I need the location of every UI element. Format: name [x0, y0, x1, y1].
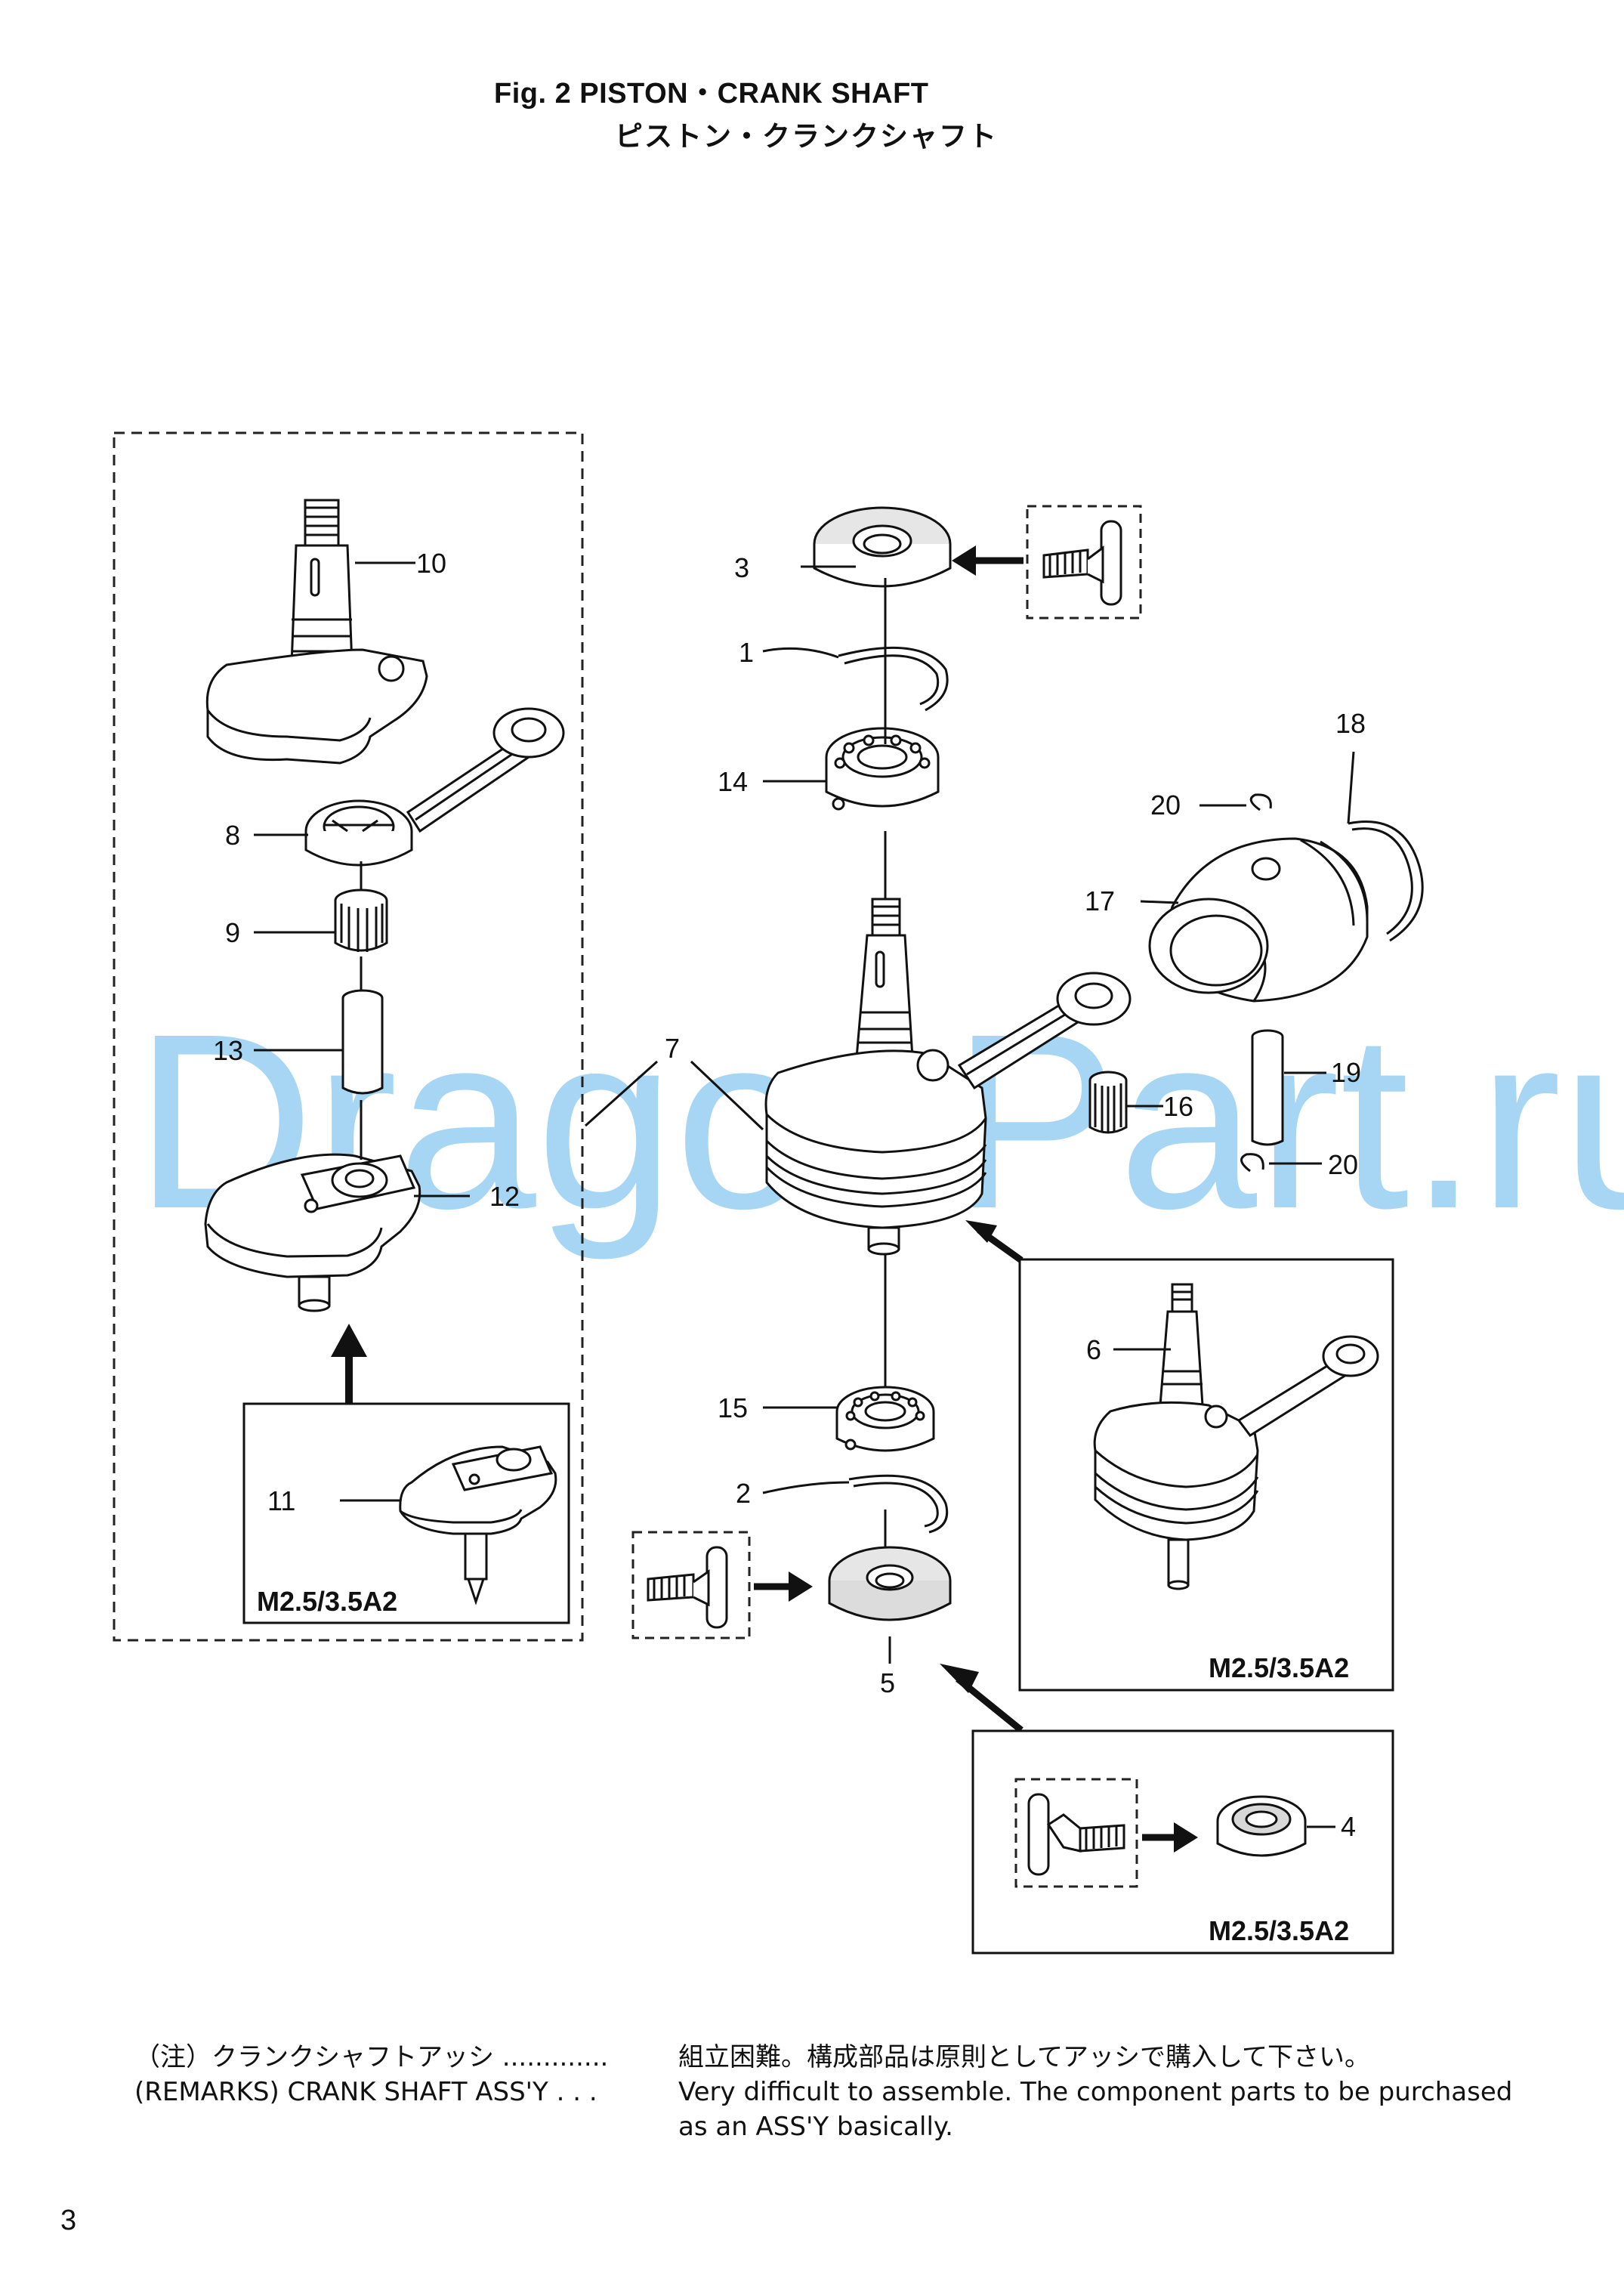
model-label-left: M2.5/3.5A2	[257, 1586, 397, 1617]
part-3-oil-seal-upper	[813, 506, 952, 588]
arrow-head-box6	[965, 1220, 997, 1243]
callout-20-lower: 20	[1328, 1149, 1358, 1180]
arrow-head-5	[789, 1571, 813, 1602]
section-seal-upper-detail	[1042, 520, 1122, 606]
section-seal-lower-detail	[647, 1546, 728, 1629]
page-number: 3	[60, 2205, 77, 2236]
part-12-crank-lower	[204, 1153, 421, 1312]
callout-1: 1	[739, 637, 754, 668]
part-8-connecting-rod	[304, 707, 565, 867]
part-20-pin-clip-lower	[1240, 1153, 1264, 1173]
arrow-head-3	[952, 545, 976, 576]
leader-7	[584, 1060, 764, 1131]
callout-12: 12	[489, 1181, 520, 1212]
callout-13: 13	[213, 1035, 243, 1066]
part-9-needle-bearing	[334, 888, 388, 952]
assembly-group-dashed-box	[113, 431, 584, 1642]
part-1-circlip-upper	[838, 646, 949, 712]
callout-9: 9	[225, 917, 240, 948]
arrow-up-head	[331, 1324, 367, 1357]
arrow-head-bottom-box	[940, 1664, 979, 1693]
part-7-crankshaft	[764, 898, 987, 1256]
remarks-row-japanese: （注）クランクシャフトアッシ ............. 組立困難。構成部品は原…	[134, 2040, 1570, 2075]
callout-2: 2	[736, 1478, 751, 1509]
part-14-ball-bearing	[825, 727, 940, 811]
leader-1	[762, 647, 839, 659]
remarks-value: Very difficult to assemble. The componen…	[678, 2077, 1513, 2142]
part-16-needle-bearing	[1088, 1071, 1128, 1134]
remarks-section: （注）クランクシャフトアッシ ............. 組立困難。構成部品は原…	[134, 2040, 1570, 2144]
remarks-key: （注）クランクシャフトアッシ .............	[134, 2042, 609, 2072]
part-4-ball-bearing-seal	[1216, 1795, 1307, 1857]
callout-3: 3	[734, 552, 749, 583]
callout-11: 11	[267, 1485, 295, 1516]
callout-6: 6	[1086, 1334, 1101, 1365]
leader-18	[1347, 751, 1355, 824]
model-label-right: M2.5/3.5A2	[1209, 1652, 1349, 1683]
callout-4: 4	[1341, 1811, 1356, 1842]
section-part-4-detail	[1027, 1793, 1125, 1876]
figure-title-japanese: ピストン・クランクシャフト	[615, 120, 998, 153]
callout-7: 7	[665, 1033, 680, 1064]
callout-16: 16	[1163, 1091, 1193, 1122]
callout-19: 19	[1331, 1057, 1361, 1088]
figure-title: Fig. 2 PISTON・CRANK SHAFT	[494, 78, 929, 110]
part-2-circlip-lower	[848, 1474, 949, 1534]
remarks-key: (REMARKS) CRANK SHAFT ASS'Y . . .	[134, 2077, 597, 2107]
remarks-value: 組立困難。構成部品は原則としてアッシで購入して下さい。	[678, 2042, 1370, 2072]
part-10-crank-upper	[205, 499, 428, 765]
part-6-crankshaft-variant	[1093, 1283, 1379, 1590]
callout-14: 14	[718, 766, 748, 797]
part-13-crank-pin	[341, 989, 384, 1095]
part-19-piston-pin	[1251, 1029, 1284, 1146]
callout-17: 17	[1085, 885, 1115, 916]
leader-17	[1140, 900, 1179, 904]
part-18-piston-ring	[1348, 820, 1424, 942]
part-17-piston	[1148, 837, 1369, 1003]
callout-20-upper: 20	[1150, 790, 1181, 820]
left-leader-lines	[254, 561, 470, 1197]
leader-2	[762, 1481, 850, 1494]
callout-15: 15	[718, 1392, 748, 1423]
callout-10: 10	[416, 548, 446, 579]
part-20-pin-clip-upper	[1249, 793, 1272, 811]
part-11-crank-variant	[399, 1445, 557, 1605]
model-label-bottom: M2.5/3.5A2	[1209, 1915, 1349, 1946]
part-7-connecting-rod	[957, 972, 1132, 1090]
part-15-ball-bearing	[835, 1386, 935, 1452]
callout-8: 8	[225, 820, 240, 851]
arrow-head-4	[1174, 1822, 1198, 1853]
part-5-oil-seal-lower	[828, 1546, 952, 1621]
callout-18: 18	[1335, 708, 1366, 739]
callout-5: 5	[880, 1667, 895, 1698]
remarks-row-english: (REMARKS) CRANK SHAFT ASS'Y . . . Very d…	[134, 2075, 1570, 2144]
